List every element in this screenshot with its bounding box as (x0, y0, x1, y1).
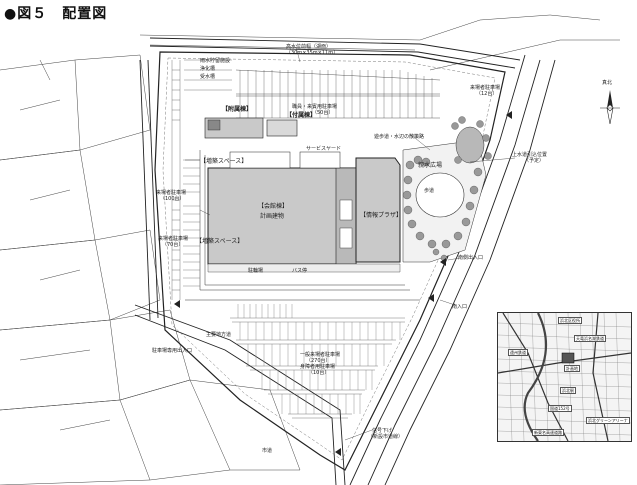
label-parking-p1: 来場者駐車場 (470, 85, 501, 91)
main-parking-stalls (230, 304, 405, 419)
location-inset-map: 浜北区役所 天竜浜名湖鉄道 計画地 遠州鉄道 浜北駅 国道152号 浜北グリーン… (497, 312, 632, 442)
label-exit-in: 南入口 (452, 304, 468, 310)
tank (207, 119, 221, 131)
label-plaza-walk: 遊歩道・水辺の散策路 (374, 134, 425, 140)
inset-tag-3: 遠州鉄道 (508, 349, 528, 356)
inset-tag-7: 新東名高速道路 (532, 429, 564, 436)
label-annex: 【附属棟】 (222, 106, 253, 113)
annex-building-2 (266, 119, 298, 137)
label-general-parking-sub: （100台） (160, 196, 185, 202)
label-general-parking: 来場者駐車場 (156, 190, 187, 196)
label-zone-b: 【増築スペース】 (196, 238, 244, 245)
left-lot-stalls (183, 159, 200, 287)
label-bus-note: 信号下げ (372, 428, 393, 434)
surrounding-lots (0, 14, 620, 485)
label-reservoir: 高水位前幅（湖面） (286, 44, 332, 50)
entrance-markers (174, 111, 512, 456)
inset-tag-6: 浜北グリーンアリーナ (586, 417, 630, 424)
label-main-hall: 【会館棟】 (258, 203, 289, 210)
park-area (402, 116, 492, 263)
label-parking-p1-sub: （12台） (476, 91, 498, 97)
label-annex-2: 【付属棟】 (286, 112, 317, 119)
label-parking-main-sub: 身障者用駐車場 (300, 364, 336, 370)
label-road-bottom: 市道 (262, 448, 273, 454)
label-main-hall-sub: 計画建物 (260, 213, 285, 220)
label-parking-p2-sub: （50台） (312, 110, 334, 116)
left-parking-stalls (171, 59, 232, 300)
upper-parking-stalls (235, 69, 441, 119)
main-hall-building (207, 151, 401, 273)
pond (455, 126, 485, 164)
label-future-route-sub: （予定） (524, 158, 545, 164)
label-parking-p2: 職員・来賓用駐車場 (292, 104, 338, 110)
label-bus-note-sub: （新設市道線） (368, 434, 404, 440)
roads (134, 37, 556, 485)
inset-tag-2: 計画地 (564, 365, 580, 372)
north-arrow: 真北 (599, 80, 621, 126)
label-future-route: 上水道引込位置 (512, 152, 548, 158)
label-bicycle: 駐輪場 (248, 268, 264, 274)
inset-tag-5: 国道152号 (548, 405, 572, 412)
site-boundary-inner (162, 57, 496, 461)
compass-icon (600, 90, 620, 125)
figure-title: ●図５ 配置図 (4, 6, 108, 22)
label-zone-a: 【増築スペース】 (200, 158, 248, 165)
label-info-plaza: 【情報プラザ】 (360, 212, 403, 219)
north-label: 真北 (602, 80, 613, 86)
plaza-oval (415, 172, 465, 218)
label-service-yard: サービスヤード (306, 146, 342, 152)
label-parking-main: 一般来場者駐車場 (300, 352, 341, 358)
label-general-parking-2: 来場者駐車場 (158, 236, 189, 242)
label-park: 親水広場 (418, 162, 443, 169)
label-left-entrance: 主要地方道 (206, 332, 232, 338)
label-upper-b: 浄化槽 (200, 66, 216, 72)
label-reservoir-dim: （30m×35m×11m） (286, 50, 339, 56)
label-parking-main-count: （270台） (306, 358, 331, 364)
label-upper-c: 受水槽 (200, 74, 216, 80)
inset-tag-1: 天竜浜名湖鉄道 (574, 335, 606, 342)
label-pedestrian: 歩道 (424, 188, 435, 194)
label-entrance-parking: 南側出入口 (458, 255, 484, 261)
label-parking-main-sub2: （10台） (308, 370, 330, 376)
label-entrance-sub: 駐車場専用出入口 (152, 348, 193, 354)
inset-tag-4: 浜北駅 (560, 387, 576, 394)
leader-lines (199, 46, 516, 441)
inset-tag-0: 浜北区役所 (558, 317, 582, 324)
label-upper-a: 雨水貯留施設 (200, 58, 231, 64)
label-general-parking-2-sub: （70台） (162, 242, 184, 248)
label-bus-bay: バス停 (292, 268, 308, 274)
site-boundary (154, 51, 506, 471)
